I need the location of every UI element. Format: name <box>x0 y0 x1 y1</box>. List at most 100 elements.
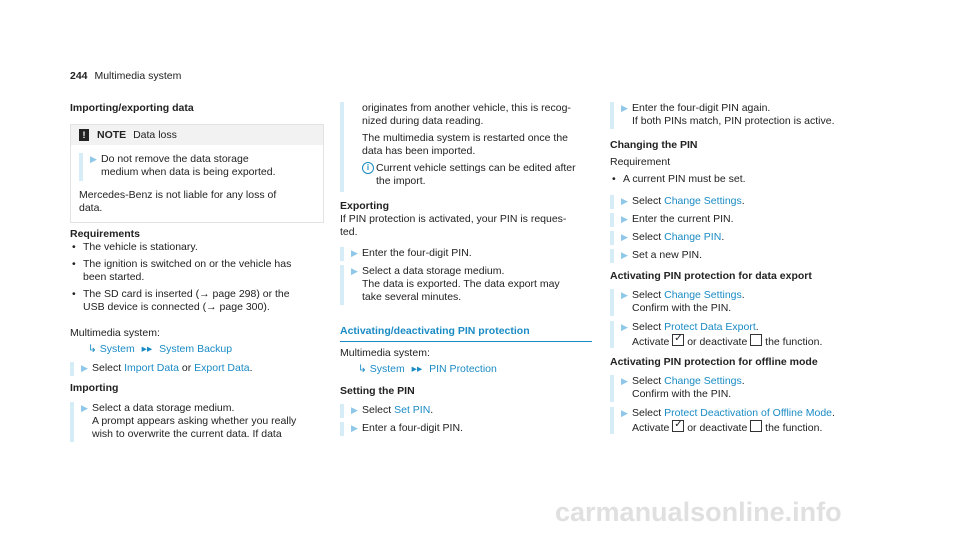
step-line: Confirm with the PIN. <box>632 388 732 400</box>
step-line: Activate or deactivate the function. <box>632 418 835 435</box>
link-protect-data-export[interactable]: Protect Data Export <box>664 321 756 333</box>
step-pre: Select <box>362 404 395 416</box>
exporting-heading: Exporting <box>340 200 389 212</box>
step-set-new-pin: ▶ Set a new PIN. <box>610 249 702 263</box>
step-text: Select Protect Deactivation of Offline M… <box>632 407 835 420</box>
step-line: data has been imported. <box>362 145 476 157</box>
step-line: Select a data storage medium. <box>362 265 505 277</box>
exporting-text: If PIN protection is activated, your PIN… <box>340 213 566 239</box>
section-title: Multimedia system <box>94 70 182 82</box>
link-import-data[interactable]: Import Data <box>124 362 179 374</box>
nav-double-arrow-icon: ▸▸ <box>141 343 153 355</box>
step-export-change-settings: ▶ Select Change Settings. Confirm with t… <box>610 289 745 316</box>
step-mid: or <box>178 362 195 374</box>
warning-icon: ! <box>79 129 89 142</box>
deactivate-text: or deactivate <box>684 336 751 348</box>
step-line: If both PINs match, PIN protection is ac… <box>632 115 835 127</box>
note-text-line1: Mercedes-Benz is not liable for any loss… <box>79 189 277 201</box>
step-arrow-icon: ▶ <box>621 232 628 242</box>
step-post: . <box>755 321 759 333</box>
step-enter-four-digit: ▶ Enter a four-digit PIN. <box>340 422 463 436</box>
link-change-settings[interactable]: Change Settings <box>664 289 742 301</box>
watermark: carmanualsonline.info <box>555 497 842 527</box>
step-line: Select a data storage medium. <box>92 402 235 414</box>
info-block: i Current vehicle settings can be edited… <box>362 162 576 188</box>
note-label: NOTE <box>97 129 127 141</box>
step-arrow-icon: ▶ <box>621 290 628 300</box>
requirement-label: Requirement <box>610 156 671 168</box>
link-change-pin[interactable]: Change PIN <box>664 231 722 243</box>
link-protect-deactivation-offline[interactable]: Protect Deactivation of Offline Mode <box>664 407 833 419</box>
step-arrow-icon: ▶ <box>81 403 88 413</box>
function-text: the function. <box>762 336 823 348</box>
step-pre: Select <box>632 195 665 207</box>
link-set-pin[interactable]: Set PIN <box>394 404 431 416</box>
step-post: . <box>430 404 434 416</box>
step-protect-data-export: ▶ Select Protect Data Export. Activate o… <box>610 321 822 348</box>
note-header: ! NOTE Data loss <box>71 125 323 145</box>
step-post: . <box>741 375 745 387</box>
step-post: . <box>721 231 725 243</box>
step-post: . <box>741 289 745 301</box>
step-post: . <box>832 407 835 419</box>
step-text: Set a new PIN. <box>632 249 703 261</box>
checkbox-empty-icon <box>750 334 763 346</box>
list-item: A current PIN must be set. <box>610 173 960 186</box>
link-change-settings[interactable]: Change Settings <box>664 375 742 387</box>
importing-heading: Importing <box>70 382 119 394</box>
nav-path: ↳ System ▸▸ PIN Protection <box>358 363 497 376</box>
note-title: Data loss <box>133 129 177 141</box>
info-line: the import. <box>376 175 426 187</box>
note-text: Mercedes-Benz is not liable for any loss… <box>79 189 276 215</box>
section-title-pin-protection: Activating/deactivating PIN protection <box>340 325 530 337</box>
step-enter-pin: ▶ Enter the four-digit PIN. <box>340 247 472 261</box>
list-item: The SD card is inserted (→ page 298) or … <box>70 288 330 301</box>
nav-link-pin-protection[interactable]: PIN Protection <box>429 363 497 375</box>
step-arrow-icon: ▶ <box>621 376 628 386</box>
step-line: The multimedia system is restarted once … <box>362 132 569 144</box>
link-change-settings[interactable]: Change Settings <box>664 195 742 207</box>
nav-corner-arrow-icon: ↳ <box>88 343 97 355</box>
step-text: Select Change Settings. <box>632 195 745 208</box>
link-export-data[interactable]: Export Data <box>194 362 250 374</box>
function-text: the function. <box>762 422 823 434</box>
nav-link-system[interactable]: System <box>99 343 135 355</box>
step-protect-deactivation: ▶ Select Protect Deactivation of Offline… <box>610 407 835 434</box>
step-change-pin: ▶ Select Change PIN. <box>610 231 724 245</box>
step-line: nized during data reading. <box>362 115 484 127</box>
checkbox-checked-icon <box>672 332 685 346</box>
note-text-line2: data. <box>79 202 103 214</box>
step-line: take several minutes. <box>362 291 462 303</box>
step-offline-change-settings: ▶ Select Change Settings. Confirm with t… <box>610 375 745 402</box>
step-line: The data is exported. The data export ma… <box>362 278 560 290</box>
step-arrow-icon: ▶ <box>81 363 88 373</box>
activating-export-heading: Activating PIN protection for data expor… <box>610 270 812 282</box>
step-pre: Select <box>92 362 125 374</box>
note-step-line2: medium when data is being exported. <box>101 166 276 178</box>
multimedia-label: Multimedia system: <box>340 347 430 359</box>
nav-link-system[interactable]: System <box>369 363 405 375</box>
step-text: Select Import Data or Export Data. <box>92 362 253 375</box>
page-number: 244 <box>70 70 88 82</box>
step-text: Select Protect Data Export. <box>632 321 822 334</box>
nav-link-system-backup[interactable]: System Backup <box>159 343 233 355</box>
note-box: !NOTE Data loss ▶ Do not remove the data… <box>70 124 324 223</box>
step-post: . <box>249 362 253 374</box>
step-post: . <box>741 195 745 207</box>
step-line: Activate or deactivate the function. <box>632 332 823 349</box>
step-line: originates from another vehicle, this is… <box>362 102 571 114</box>
step-select-medium: ▶ Select a data storage medium. The data… <box>340 265 560 305</box>
list-item: The vehicle is stationary. <box>70 241 330 254</box>
list-item-cont: been started. <box>83 271 145 283</box>
requirements-list: The vehicle is stationary. The ignition … <box>70 241 330 314</box>
step-text: Select Set PIN. <box>362 404 433 417</box>
step-text: Select Change Settings. <box>632 289 745 302</box>
step-import-continued: originates from another vehicle, this is… <box>340 102 576 192</box>
changing-pin-heading: Changing the PIN <box>610 139 698 151</box>
page-header: 244 Multimedia system <box>70 70 181 83</box>
heading-importing-exporting: Importing/exporting data <box>70 102 194 114</box>
step-arrow-icon: ▶ <box>621 196 628 206</box>
step-arrow-icon: ▶ <box>90 154 97 164</box>
step-arrow-icon: ▶ <box>621 214 628 224</box>
step-text: Enter the current PIN. <box>632 213 734 225</box>
